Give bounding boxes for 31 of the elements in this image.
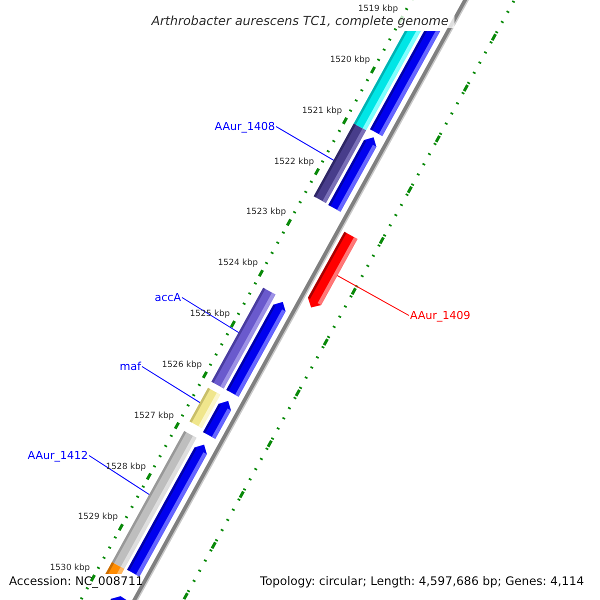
gene-feature-bar xyxy=(370,31,440,136)
tick-label: 1520 kbp xyxy=(330,56,370,64)
leader-line xyxy=(142,366,200,404)
tick-label: 1529 kbp xyxy=(78,513,118,522)
leader-line xyxy=(88,455,150,495)
tick-label: 1522 kbp xyxy=(274,158,314,166)
footer-text: Accession: NC_008711 xyxy=(9,576,144,588)
tick-label: 1524 kbp xyxy=(218,259,258,268)
gene-feature-bar xyxy=(203,400,231,439)
tick-label: 1521 kbp xyxy=(302,106,342,116)
gene-label: maf xyxy=(120,361,141,372)
gene-label: AAur_1408 xyxy=(214,121,275,132)
leader-line xyxy=(336,275,410,316)
footer-text: Topology: circular; Length: 4,597,686 bp; Genes: 4,114 xyxy=(260,576,584,588)
tick-label: 1519 kbp xyxy=(358,5,398,14)
gene-label: accA xyxy=(154,292,181,303)
tick-label: 1530 kbp xyxy=(50,564,90,573)
tick-label: 1527 kbp xyxy=(134,412,174,420)
tick-label: 1528 kbp xyxy=(106,462,146,471)
leader-line xyxy=(182,297,240,333)
gene-label: AAur_1409 xyxy=(410,310,470,321)
tick-label: 1525 kbp xyxy=(190,310,230,318)
gene-feature-bar xyxy=(110,596,126,600)
gene-feature-bar xyxy=(328,137,376,212)
tick-label: 1523 kbp xyxy=(246,208,286,217)
gene-feature-bar xyxy=(127,444,207,577)
gene-label: AAur_1412 xyxy=(28,450,88,461)
gene-feature-bar xyxy=(308,232,358,308)
gene-feature-bar xyxy=(105,562,124,574)
tick-label: 1526 kbp xyxy=(162,360,202,370)
leader-line xyxy=(276,126,334,161)
